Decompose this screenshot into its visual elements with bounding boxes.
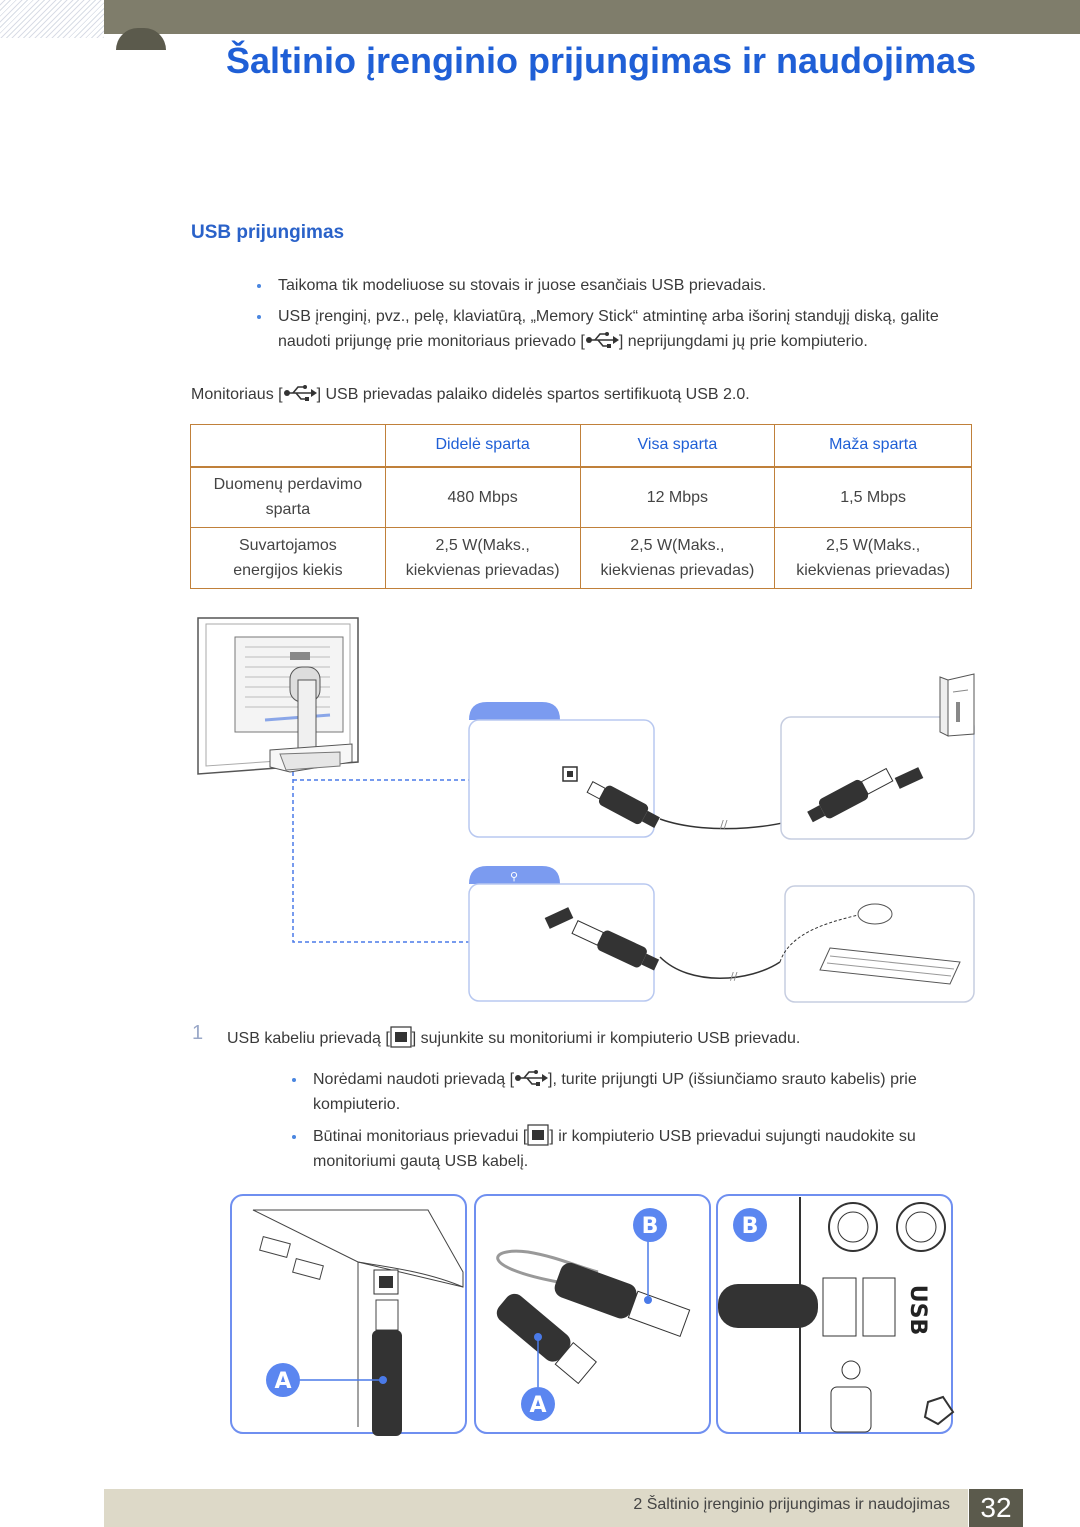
pc-tower-icon — [939, 673, 975, 737]
bullet-dot — [257, 284, 261, 288]
table-header-cell: Visa sparta — [579, 424, 776, 467]
sub-note-item: Būtinai monitoriaus prievadui [] ir komp… — [292, 1124, 916, 1174]
downstream-panel — [468, 883, 655, 1002]
table-cell: 2,5 W(Maks.,kiekvienas prievadas) — [384, 527, 581, 589]
sub-note-item: Norėdami naudoti prievadą [], turite pri… — [292, 1067, 917, 1117]
usb-icon — [283, 385, 317, 401]
cable — [659, 956, 781, 979]
bullet-dot — [292, 1078, 296, 1082]
svg-text:A: A — [274, 1369, 291, 1394]
table-header-cell: Didelė sparta — [384, 424, 581, 467]
intro-after: ] USB prievadas palaiko didelės spartos … — [316, 386, 750, 403]
panel-tab — [469, 866, 560, 884]
table-header-row: Didelė sparta Visa sparta Maža sparta — [190, 424, 972, 467]
note-text: Taikoma tik modeliuose su stovais ir juo… — [278, 277, 767, 294]
monitor-back-illustration — [197, 617, 359, 775]
usb-b-plug — [586, 781, 660, 828]
note-text: USB įrenginį, pvz., pelę, klaviatūrą, „M… — [278, 308, 939, 325]
footer-text: 2 Šaltinio įrenginio prijungimas ir naud… — [633, 1496, 950, 1513]
footer-bar — [104, 1489, 968, 1527]
table-cell: 2,5 W(Maks.,kiekvienas prievadas) — [774, 527, 972, 589]
connection-line — [292, 772, 469, 943]
section-heading: USB prijungimas — [191, 222, 345, 243]
note-text: naudoti prijungę prie monitoriaus prieva… — [278, 333, 585, 350]
header-bar — [104, 0, 1080, 34]
note-text: ] neprijungdami jų prie kompiuterio. — [618, 333, 868, 350]
panel-tab — [469, 702, 560, 720]
table-cell: 2,5 W(Maks.,kiekvienas prievadas) — [579, 527, 776, 589]
note-item: Taikoma tik modeliuose su stovais ir juo… — [257, 273, 767, 298]
intro-text: Monitoriaus [ ] USB prievadas palaiko did… — [191, 383, 750, 404]
cable-detail-illustration: A B A USB B — [230, 1194, 955, 1436]
header-hatch — [0, 0, 104, 38]
svg-text:B: B — [742, 1214, 759, 1239]
note-item: USB įrenginį, pvz., pelę, klaviatūrą, „M… — [257, 304, 978, 354]
table-header-cell: Maža sparta — [774, 424, 972, 467]
table-cell: 12 Mbps — [579, 466, 776, 528]
callout-a — [521, 1387, 555, 1421]
bullet-dot — [257, 315, 261, 319]
usb-a-plug — [807, 767, 894, 823]
usb-a-plug — [571, 919, 660, 971]
chapter-marker — [116, 28, 166, 50]
table-cell: 1,5 Mbps — [774, 466, 972, 528]
callout-b — [633, 1208, 667, 1242]
step-text: USB kabeliu prievadą [] sujunkite su mon… — [227, 1026, 800, 1048]
mouse-icon — [857, 903, 893, 925]
usb-b-port-icon — [390, 1026, 412, 1048]
peripherals-panel — [784, 885, 975, 1003]
svg-text://: // — [730, 970, 738, 983]
svg-text:⚲: ⚲ — [510, 870, 518, 883]
keyboard-icon — [819, 947, 961, 985]
upstream-panel — [468, 719, 655, 838]
usb-speed-table: Didelė sparta Visa sparta Maža sparta Du… — [190, 424, 972, 589]
table-header-cell — [190, 424, 386, 467]
svg-text:A: A — [529, 1393, 546, 1418]
usb-icon — [515, 1070, 549, 1086]
usb-icon — [585, 332, 619, 348]
usb-b-port-icon — [527, 1124, 549, 1146]
bullet-dot — [292, 1135, 296, 1139]
page-number: 32 — [969, 1489, 1023, 1527]
connection-diagram: // ⚲ // — [197, 617, 975, 1003]
svg-text:USB: USB — [905, 1285, 930, 1335]
callout-b — [733, 1208, 767, 1242]
svg-text:B: B — [642, 1214, 659, 1239]
page-title: Šaltinio įrenginio prijungimas ir naudoj… — [226, 40, 977, 81]
svg-text://: // — [720, 818, 728, 831]
step-number: 1 — [192, 1022, 204, 1044]
callout-a — [266, 1363, 300, 1397]
intro-before: Monitoriaus [ — [191, 386, 283, 403]
table-cell: 480 Mbps — [384, 466, 581, 528]
